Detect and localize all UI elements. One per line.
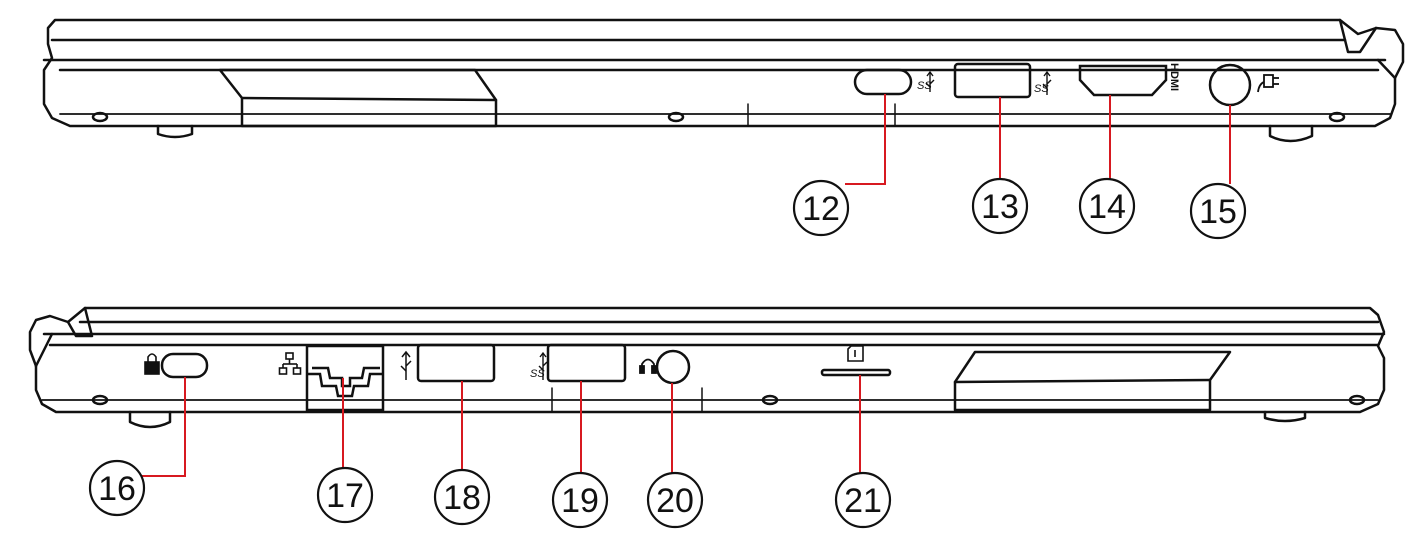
callout-20: 20: [656, 482, 694, 520]
rj45-socket: [312, 366, 380, 388]
callout-circle: [1078, 177, 1136, 235]
sd-slot: [820, 368, 892, 377]
callout-circle: [792, 179, 850, 237]
lid-outline-left: [28, 306, 1386, 414]
power-plug-icon: [1257, 74, 1279, 93]
vent-left-line: [953, 378, 1212, 384]
lid-outline: [42, 18, 1405, 128]
callout-numbers-left: 16 17 18 19 20 21: [98, 470, 882, 520]
callout-12: 12: [802, 190, 840, 228]
right-side-view: [42, 18, 1405, 143]
usb-c-label: SS: [917, 70, 935, 92]
leader-16: [142, 377, 186, 477]
callout-numbers-right: 12 13 14 15: [802, 188, 1237, 231]
front-corner: [1376, 58, 1397, 80]
screw-hole: [91, 111, 109, 123]
callout-18: 18: [443, 479, 481, 517]
usb-icon: [400, 350, 412, 380]
audio-jack: [655, 349, 691, 385]
callout-circle: [646, 471, 704, 529]
network-icon: [278, 352, 302, 375]
callouts-left: [88, 459, 892, 529]
callout-circle: [433, 468, 491, 526]
port-usb3-right: [953, 62, 1032, 99]
rubber-foot: [128, 410, 172, 429]
lid-corner-left: [66, 306, 94, 338]
callout-19: 19: [561, 482, 599, 520]
callout-17: 17: [326, 477, 364, 515]
port-hdmi: [1078, 64, 1168, 97]
usb3-right-label: SS: [1034, 70, 1052, 95]
callout-circle: [316, 466, 374, 524]
rj45-frame: [305, 344, 385, 412]
hdmi-port: [1078, 64, 1168, 97]
left-side-view: [28, 306, 1386, 429]
port-sd: [820, 368, 892, 377]
usb-a-port: [416, 343, 496, 383]
callout-13: 13: [981, 188, 1019, 226]
usb-icon: [1042, 70, 1052, 95]
callout-circle: [88, 459, 146, 517]
screw-hole: [667, 111, 685, 123]
leaders-left: [142, 375, 861, 477]
rubber-foot: [156, 124, 194, 139]
sd-card-icon: [847, 345, 864, 362]
callout-circle: [834, 471, 892, 529]
callout-14: 14: [1088, 188, 1126, 226]
leaders-right: [845, 94, 1231, 185]
rj45-socket-inner: [307, 372, 383, 398]
callout-circle: [551, 471, 609, 529]
rubber-foot: [1268, 124, 1314, 143]
screw-hole: [761, 394, 779, 406]
port-usb-c: [853, 68, 913, 96]
callout-16: 16: [98, 470, 136, 508]
port-rj45: [305, 344, 385, 412]
port-kensington: [160, 352, 209, 379]
port-audio: [655, 349, 691, 385]
screw-hole: [1328, 111, 1346, 123]
lid-corner: [1338, 18, 1378, 54]
port-usb2-left: [416, 343, 496, 383]
usb-icon: [538, 351, 548, 380]
port-usb3-left: [546, 343, 627, 383]
callout-circle: [1189, 182, 1247, 240]
usb-a-port: [546, 343, 627, 383]
screw-hole: [1348, 394, 1366, 406]
usb-icon: [925, 70, 935, 92]
usb3-left-ss-text: SS: [530, 368, 545, 380]
rubber-foot: [1263, 410, 1307, 423]
front-corner-left: [34, 332, 54, 368]
screw-hole: [91, 394, 109, 406]
hdmi-text: HDMI: [1168, 63, 1180, 91]
callout-21: 21: [844, 482, 882, 520]
usb-a-port: [953, 62, 1032, 99]
kensington-lock-icon: [144, 353, 160, 375]
callout-15: 15: [1199, 193, 1237, 231]
callout-circle: [971, 177, 1029, 235]
callouts-right: [792, 177, 1247, 240]
usb-c-ss-text: SS: [917, 80, 932, 92]
leader-12: [845, 94, 886, 185]
headset-icon: [639, 358, 657, 374]
usb-c-port: [853, 68, 913, 96]
usb3-left-label: SS: [530, 351, 548, 380]
vent-top-line: [240, 96, 498, 102]
lock-slot: [160, 352, 209, 379]
